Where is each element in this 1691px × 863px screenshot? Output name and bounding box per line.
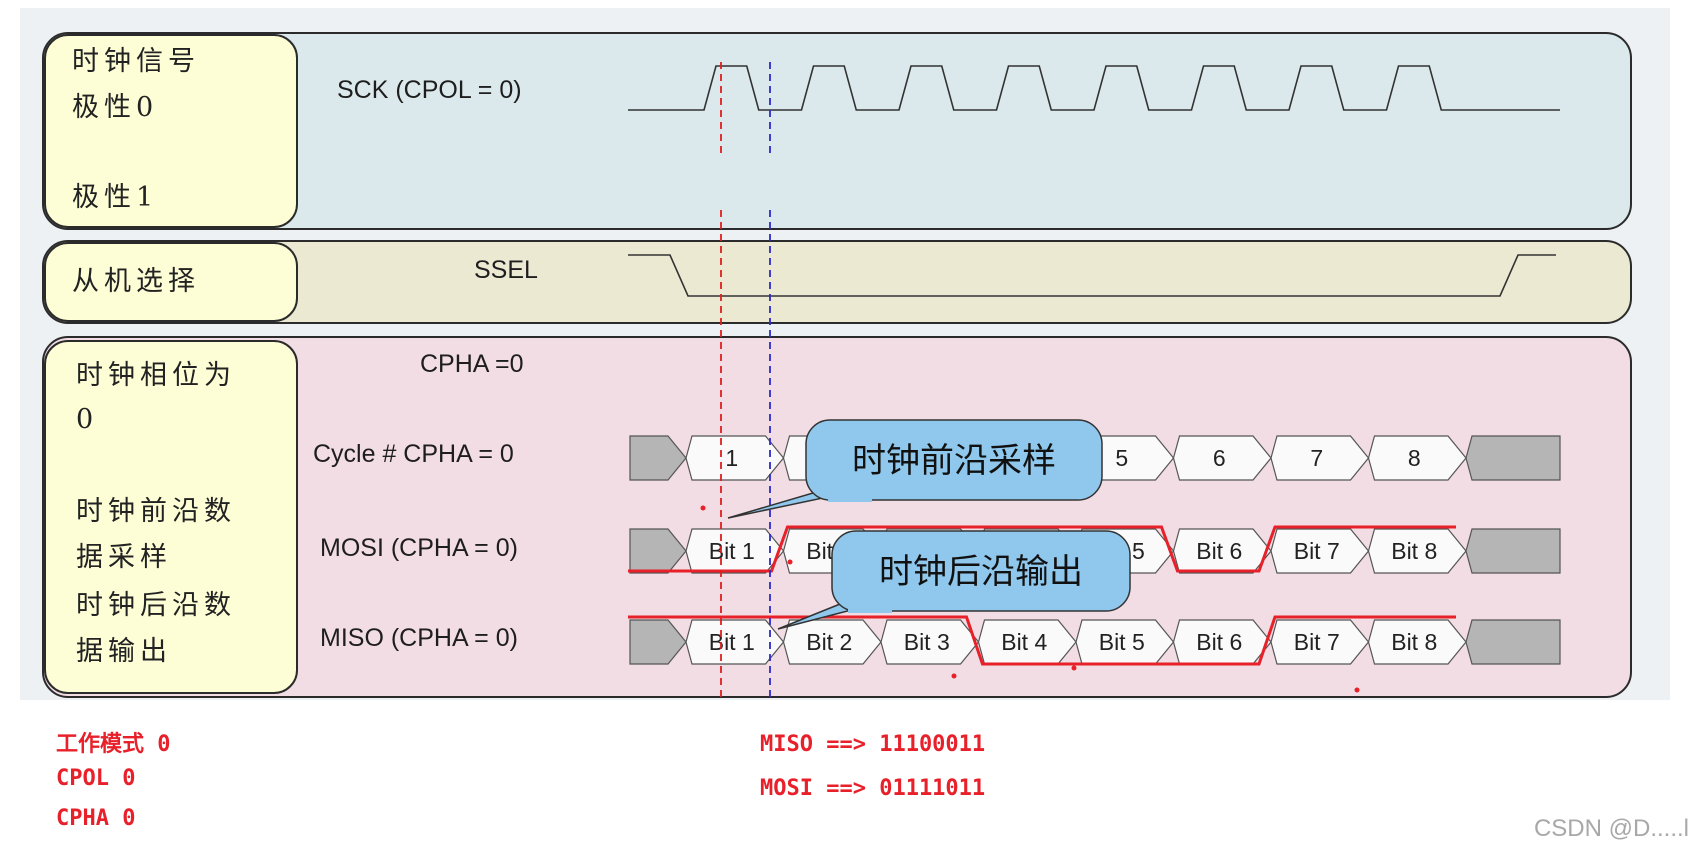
miso-idle-start (629, 619, 687, 665)
clock-lane (42, 32, 1632, 230)
clock-label-box (44, 34, 298, 228)
miso-bit-trace (628, 615, 1456, 666)
output-callout-bubble (831, 530, 1131, 612)
red-mark-1 (700, 505, 706, 511)
mosi-bit-trace (628, 525, 1456, 573)
sample-callout-join (828, 494, 872, 502)
miso-cell-label-8: Bit 8 (1391, 629, 1437, 655)
sck-waveform (628, 65, 1560, 111)
miso-cell-label-5: Bit 5 (1099, 629, 1145, 655)
red-mark-2 (787, 559, 793, 565)
output-callout-join (848, 605, 892, 613)
clock-phase-title: 时钟相位为 (76, 360, 236, 391)
cycle-idle-end (1465, 435, 1561, 481)
slave-select-title: 从机选择 (72, 266, 200, 297)
polarity-0-label: 极性0 (72, 92, 159, 123)
red-mark-3 (951, 673, 957, 679)
sample-callout-bubble (805, 419, 1103, 501)
sample-callout-text: 时钟前沿采样 (852, 442, 1056, 480)
miso-label: MISO (CPHA = 0) (320, 624, 518, 652)
cycle-cell-label-8: 8 (1408, 445, 1421, 471)
work-mode-note: 工作模式 0 (56, 732, 171, 757)
miso-cell-label-2: Bit 2 (806, 629, 852, 655)
miso-cell-label-6: Bit 6 (1196, 629, 1242, 655)
red-mark-5 (1354, 687, 1360, 693)
miso-idle-end (1465, 619, 1561, 665)
cycle-cell-label-7: 7 (1310, 445, 1323, 471)
cpha-label: CPHA =0 (420, 350, 524, 378)
cycle-label: Cycle # CPHA = 0 (313, 440, 514, 468)
cpha-note: CPHA 0 (56, 806, 136, 831)
leading-edge-sample-line2: 据采样 (76, 542, 172, 573)
mosi-idle-end (1465, 528, 1561, 574)
cycle-cell-label-6: 6 (1213, 445, 1226, 471)
trailing-edge-output-line1: 时钟后沿数 (76, 590, 236, 621)
select-label-box (44, 242, 298, 322)
miso-cell-label-1: Bit 1 (709, 629, 755, 655)
polarity-1-label: 极性1 (72, 182, 159, 213)
mosi-result-note: MOSI ==> 01111011 (760, 776, 986, 801)
miso-cell-label-7: Bit 7 (1294, 629, 1340, 655)
mosi-label: MOSI (CPHA = 0) (320, 534, 518, 562)
cpol-note: CPOL 0 (56, 766, 136, 791)
phase-label-box (44, 340, 298, 694)
mosi-cell-label-7: Bit 7 (1294, 538, 1340, 564)
select-lane (42, 240, 1632, 324)
miso-cell-label-4: Bit 4 (1001, 629, 1047, 655)
output-callout-text: 时钟后沿输出 (879, 553, 1083, 591)
clock-phase-value: 0 (76, 404, 99, 435)
watermark: CSDN @D.....l (1533, 815, 1689, 842)
trailing-edge-output-line2: 据输出 (76, 636, 172, 667)
sck-signal-label: SCK (CPOL = 0) (337, 76, 522, 104)
mosi-idle-start (629, 528, 687, 574)
cycle-idle-start (629, 435, 687, 481)
clock-signal-title: 时钟信号 (72, 46, 200, 77)
mosi-cell-label-1: Bit 1 (709, 538, 755, 564)
leading-edge-sample-line1: 时钟前沿数 (76, 496, 236, 527)
cycle-cell-label-5: 5 (1115, 445, 1128, 471)
mosi-cell-label-6: Bit 6 (1196, 538, 1242, 564)
miso-result-note: MISO ==> 11100011 (760, 732, 986, 757)
ssel-signal-label: SSEL (474, 256, 538, 284)
cycle-cell-label-1: 1 (725, 445, 738, 471)
red-mark-4 (1071, 665, 1077, 671)
miso-cell-label-3: Bit 3 (904, 629, 950, 655)
ssel-waveform (628, 254, 1556, 297)
mosi-cell-label-8: Bit 8 (1391, 538, 1437, 564)
